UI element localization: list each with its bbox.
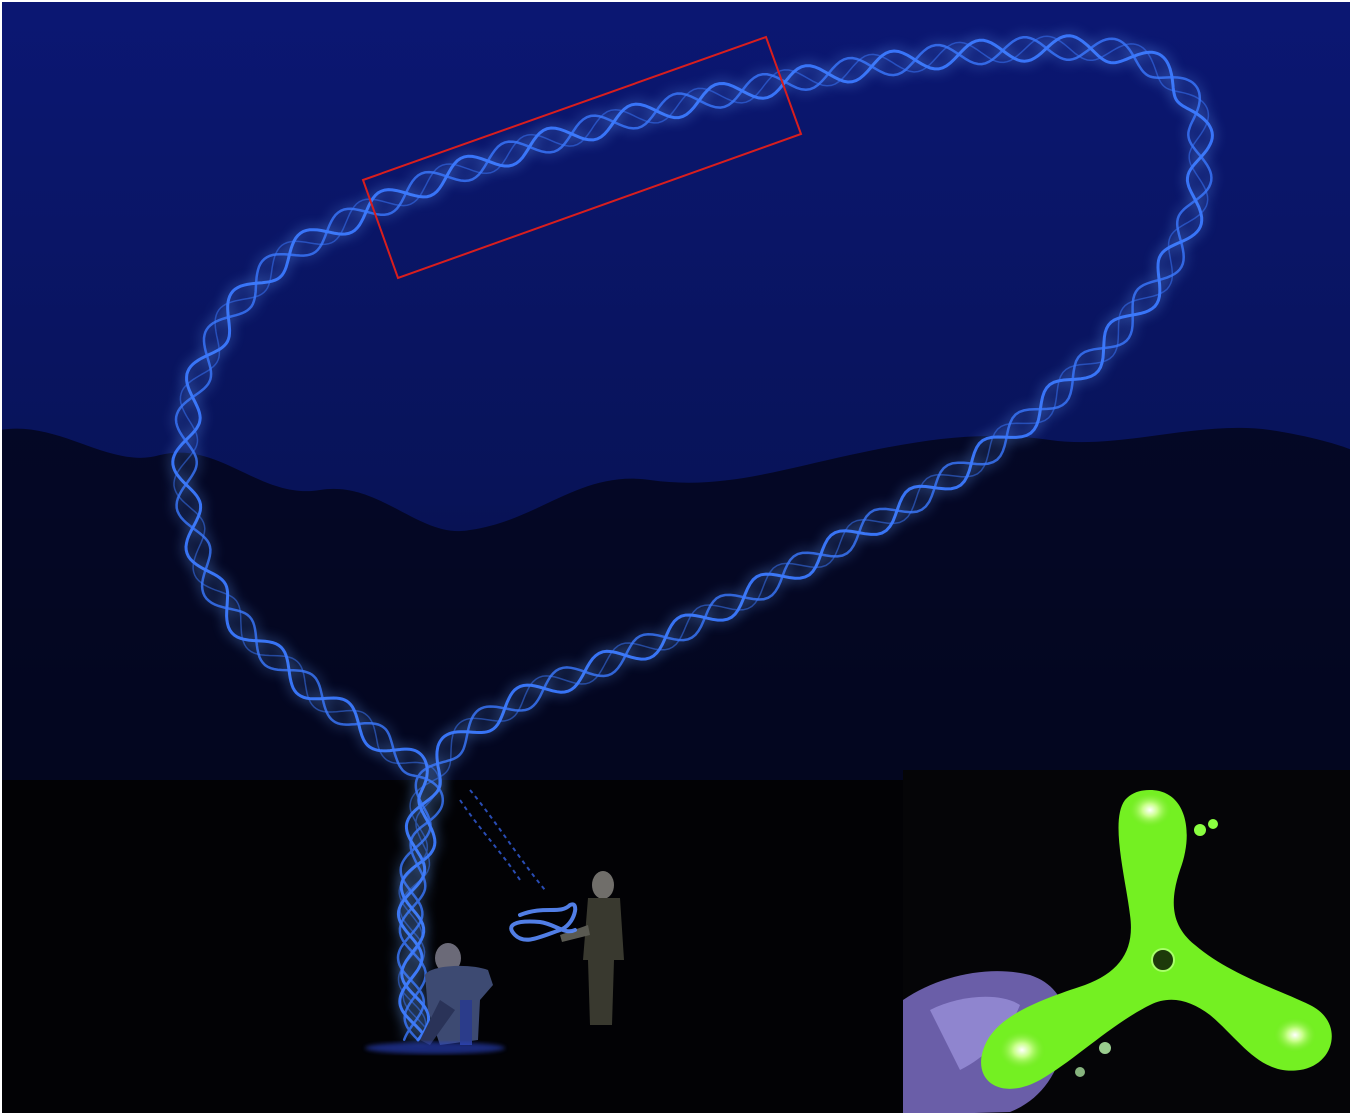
thrower-standing xyxy=(560,871,624,1025)
trail-strand xyxy=(173,35,1210,1041)
light-squiggle xyxy=(509,902,578,942)
boomerang-hub xyxy=(1151,948,1175,972)
thrower-crouching xyxy=(365,943,505,1054)
boomerang-body xyxy=(981,790,1332,1089)
highlight-rectangle xyxy=(361,35,803,280)
helical-light-trail xyxy=(169,32,1216,1043)
glowing-boomerang-inset xyxy=(903,770,1352,1115)
light-squiggle-2 xyxy=(459,789,546,891)
trail-strand xyxy=(174,36,1213,1042)
